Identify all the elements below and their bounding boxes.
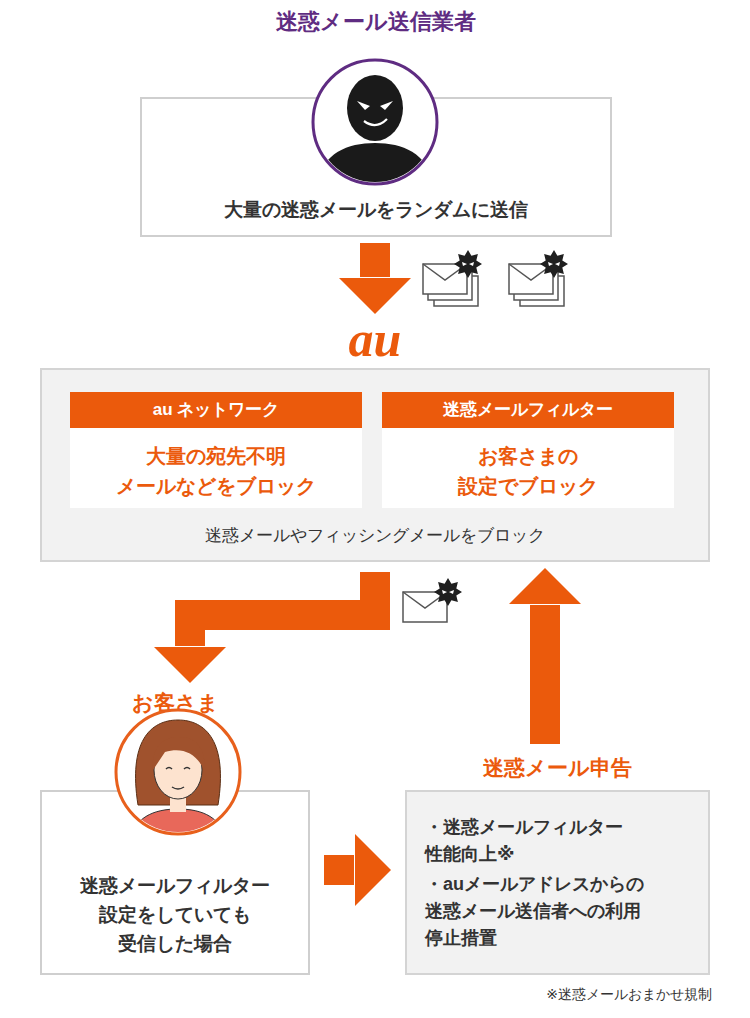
node-body: 迷惑メールフィルター 設定をしていても 受信した場合 (65, 871, 285, 958)
carrier-logo: au (40, 314, 710, 364)
customer-icon (116, 710, 240, 845)
flow-arrow (509, 568, 581, 744)
spammer-icon (313, 60, 437, 192)
network-box: au ネットワーク大量の宛先不明 メールなどをブロック (70, 392, 362, 508)
arrow-shaft (190, 572, 375, 646)
arrow-head (154, 647, 226, 683)
box-header: 迷惑メールフィルター (382, 392, 674, 428)
flow-arrow (154, 572, 375, 683)
filter-box: 迷惑メールフィルターお客さまの 設定でブロック (382, 392, 674, 508)
box-header: au ネットワーク (70, 392, 362, 428)
arrow-head (355, 834, 391, 906)
arrow-shaft (324, 855, 354, 885)
sender-box: 迷惑メール送信業者大量の迷惑メールをランダムに送信 (140, 97, 612, 237)
node-heading: お客さま (40, 688, 310, 718)
flow-arrow (324, 834, 391, 906)
flow-arrow (339, 243, 411, 314)
spam-envelope-icon (403, 578, 462, 622)
node-heading: 迷惑メール送信業者 (140, 7, 612, 37)
footnote: ※迷惑メールおまかせ規制 (400, 984, 712, 1004)
carrier-box: au迷惑メールやフィッシングメールをブロックau ネットワーク大量の宛先不明 メ… (40, 318, 710, 562)
node-body: 大量の迷惑メールをランダムに送信 (140, 196, 612, 224)
arrow-shaft (360, 243, 390, 277)
node-body: 大量の宛先不明 メールなどをブロック (106, 441, 326, 501)
bullet-item: ・迷惑メールフィルター 性能向上※ (425, 814, 695, 868)
report-box: 迷惑メール申告・迷惑メールフィルター 性能向上※・auメールアドレスからの 迷惑… (405, 750, 710, 975)
node-body: お客さまの 設定でブロック (438, 441, 618, 501)
spam-envelope-icon (509, 250, 568, 306)
arrow-head (509, 568, 581, 604)
bullet-item: ・auメールアドレスからの 迷惑メール送信者への利用 停止措置 (425, 871, 695, 952)
arrow-shaft (530, 605, 560, 744)
spam-envelope-icon (423, 250, 482, 306)
arrow-head (339, 278, 411, 314)
node-body: 迷惑メールやフィッシングメールをブロック (40, 523, 710, 549)
customer-box: お客さま迷惑メールフィルター 設定をしていても 受信した場合 (40, 685, 310, 975)
node-heading: 迷惑メール申告 (405, 753, 710, 783)
